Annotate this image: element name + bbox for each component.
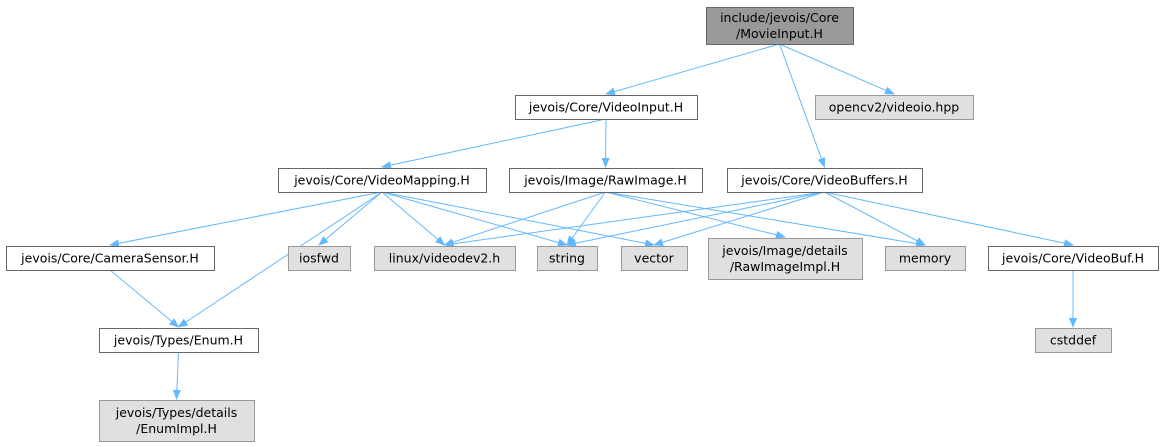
edge-videomapping-to-string xyxy=(381,191,568,247)
node-rawimage[interactable]: jevois/Image/RawImage.H xyxy=(509,168,703,193)
node-label-vector: vector xyxy=(634,251,675,266)
edge-videoinput-to-videomapping xyxy=(381,118,607,170)
edge-rawimage-to-rawimageimpl xyxy=(605,191,786,239)
node-videomapping[interactable]: jevois/Core/VideoMapping.H xyxy=(278,168,487,193)
node-label-videodev2: linux/videodev2.h xyxy=(389,251,500,266)
node-box-rawimage xyxy=(509,168,703,193)
node-label-root-line-1: include/jevois/Core xyxy=(720,10,839,25)
edge-root-to-videoio xyxy=(779,43,895,95)
node-videodev2: linux/videodev2.h xyxy=(374,246,516,271)
node-cstddef: cstddef xyxy=(1035,328,1112,353)
node-label-enumimpl-line-1: jevois/Types/details xyxy=(115,405,237,420)
edge-camerasensor-to-enum xyxy=(109,269,180,328)
node-box-camerasensor xyxy=(6,246,215,271)
node-enum[interactable]: jevois/Types/Enum.H xyxy=(99,328,259,353)
edge-videomapping-to-videodev2 xyxy=(381,191,446,246)
edge-videomapping-to-iosfwd xyxy=(318,191,383,246)
node-box-vector xyxy=(621,246,688,271)
edge-videomapping-to-enum xyxy=(177,191,383,328)
node-box-iosfwd xyxy=(288,246,351,271)
node-box-enum xyxy=(99,328,259,353)
edges-layer xyxy=(109,43,1077,400)
node-box-videomapping xyxy=(278,168,487,193)
node-videoinput[interactable]: jevois/Core/VideoInput.H xyxy=(515,95,698,120)
node-root[interactable]: include/jevois/Core/MovieInput.H xyxy=(706,7,854,45)
node-videoio: opencv2/videoio.hpp xyxy=(815,95,974,120)
node-label-camerasensor: jevois/Core/CameraSensor.H xyxy=(20,251,199,266)
node-rawimageimpl: jevois/Image/details/RawImageImpl.H xyxy=(708,238,863,280)
edge-rawimage-to-string xyxy=(566,191,606,246)
edge-rawimage-to-videodev2 xyxy=(443,191,606,246)
node-label-videobuf: jevois/Core/VideoBuf.H xyxy=(1001,251,1144,266)
edge-videomapping-to-vector xyxy=(381,191,655,248)
node-box-string xyxy=(537,246,598,271)
node-videobuf[interactable]: jevois/Core/VideoBuf.H xyxy=(988,246,1159,271)
edge-videobuffers-to-string xyxy=(566,191,825,248)
nodes-layer: include/jevois/Core/MovieInput.H jevois/C… xyxy=(6,7,1159,442)
node-box-videodev2 xyxy=(374,246,516,271)
edge-videoinput-to-rawimage xyxy=(601,118,610,168)
edge-root-to-videoinput xyxy=(605,43,780,96)
node-videobuffers[interactable]: jevois/Core/VideoBuffers.H xyxy=(727,168,923,193)
node-enumimpl: jevois/Types/details/EnumImpl.H xyxy=(99,400,255,442)
node-memory: memory xyxy=(885,246,966,271)
node-label-videomapping: jevois/Core/VideoMapping.H xyxy=(293,173,470,188)
node-box-videoio xyxy=(815,95,974,120)
node-box-rawimageimpl xyxy=(708,238,863,280)
node-iosfwd: iosfwd xyxy=(288,246,351,271)
node-label-cstddef: cstddef xyxy=(1050,333,1097,348)
node-label-videobuffers: jevois/Core/VideoBuffers.H xyxy=(740,173,907,188)
node-label-memory: memory xyxy=(899,251,952,266)
node-box-videoinput xyxy=(515,95,698,120)
edge-videobuffers-to-videobuf xyxy=(824,191,1074,248)
node-camerasensor[interactable]: jevois/Core/CameraSensor.H xyxy=(6,246,215,271)
node-box-videobuffers xyxy=(727,168,923,193)
node-string: string xyxy=(537,246,598,271)
node-label-rawimageimpl-line-1: jevois/Image/details xyxy=(721,243,847,258)
node-label-string: string xyxy=(549,251,585,266)
node-box-root xyxy=(706,7,854,45)
node-label-iosfwd: iosfwd xyxy=(299,251,339,266)
node-box-videobuf xyxy=(988,246,1159,271)
node-label-enum: jevois/Types/Enum.H xyxy=(113,333,243,348)
node-label-root-line-2: /MovieInput.H xyxy=(736,26,823,41)
node-label-rawimage: jevois/Image/RawImage.H xyxy=(523,173,687,188)
edge-videobuffers-to-vector xyxy=(653,191,825,247)
node-label-videoinput: jevois/Core/VideoInput.H xyxy=(528,100,683,115)
edge-videomapping-to-camerasensor xyxy=(109,191,383,248)
node-label-videoio: opencv2/videoio.hpp xyxy=(829,100,960,115)
node-box-enumimpl xyxy=(99,400,255,442)
edge-root-to-videobuffers xyxy=(779,43,826,168)
edge-videobuffers-to-memory xyxy=(824,191,926,246)
edge-rawimage-to-memory xyxy=(605,191,926,248)
edge-enum-to-enumimpl xyxy=(172,351,181,400)
node-box-memory xyxy=(885,246,966,271)
node-label-enumimpl-line-2: /EnumImpl.H xyxy=(136,421,217,436)
node-box-cstddef xyxy=(1035,328,1112,353)
node-label-rawimageimpl-line-2: /RawImageImpl.H xyxy=(730,259,840,274)
node-vector: vector xyxy=(621,246,688,271)
edge-videobuffers-to-videodev2 xyxy=(443,191,825,248)
